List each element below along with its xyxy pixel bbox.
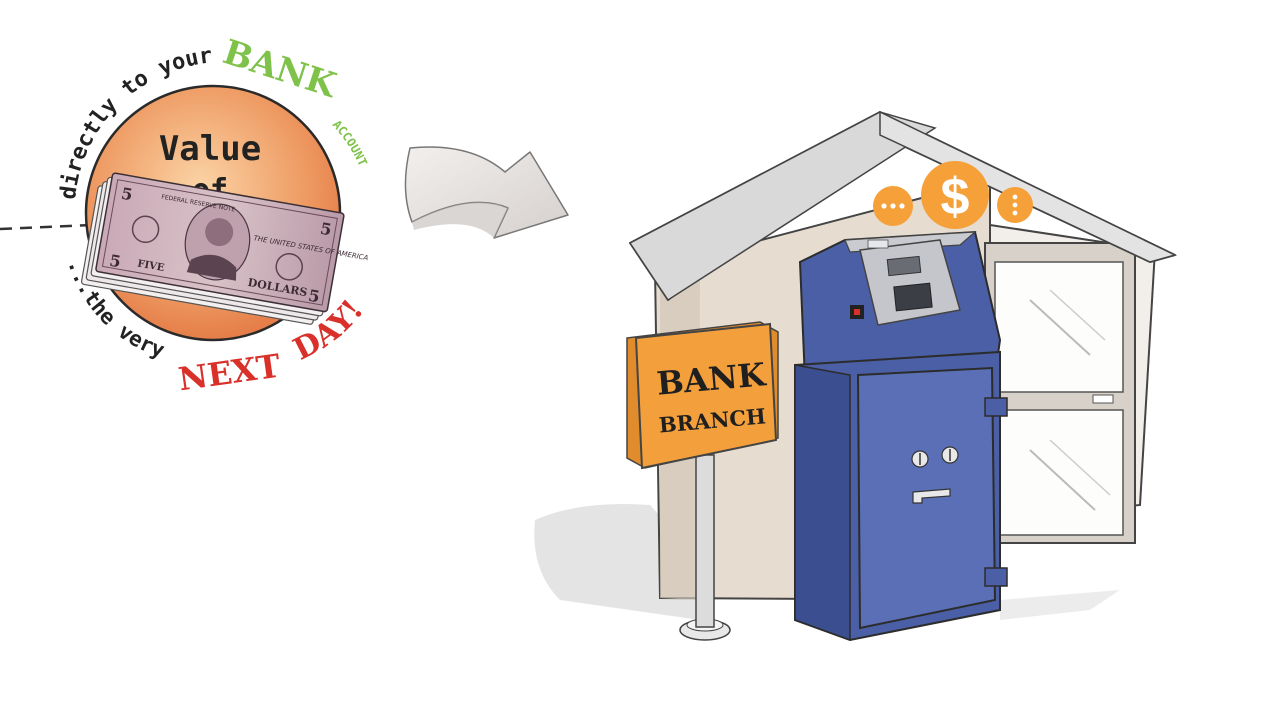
- svg-text:5: 5: [120, 184, 134, 205]
- svg-text:FIVE: FIVE: [136, 258, 165, 274]
- atm-screen-panel: [859, 239, 961, 326]
- atm-safe-machine: [794, 230, 1008, 642]
- sign-pole: [695, 454, 715, 628]
- safe-handle: [912, 488, 951, 504]
- badge-account-word: ACCOUNT: [330, 117, 370, 168]
- svg-text:5: 5: [307, 286, 321, 307]
- svg-text:5: 5: [319, 219, 333, 240]
- dollar-bill-stack: 5 5 5 5 FEDERAL RESERVE NOTE THE UNITED …: [80, 172, 369, 325]
- value-badge: directly to your BANK ACCOUNT Value of 5…: [56, 32, 371, 399]
- badge-next-word: NEXT: [176, 347, 283, 399]
- bank-branch-sign: BANK BRANCH: [626, 321, 779, 641]
- dashed-connector-line: [0, 223, 93, 231]
- bill-seal: [131, 215, 160, 244]
- sign-board: [634, 322, 778, 470]
- glass-door: [984, 242, 1136, 544]
- badge-center-line1: Value: [159, 129, 261, 169]
- svg-text:$: $: [941, 168, 970, 226]
- svg-text:5: 5: [108, 251, 122, 272]
- dollar-sign-icon: [921, 161, 989, 229]
